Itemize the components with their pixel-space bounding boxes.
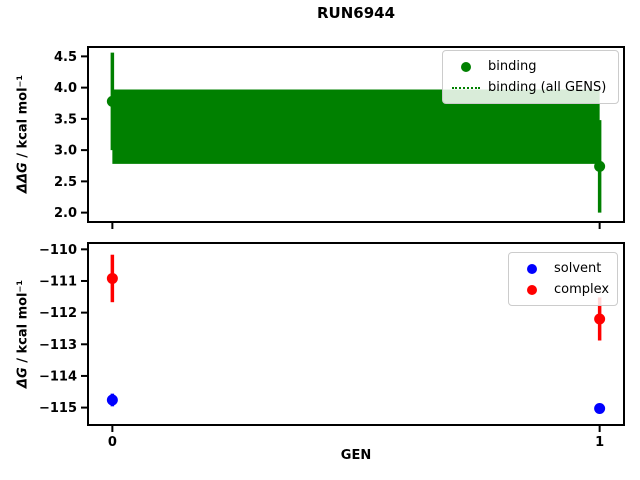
y-axis-label-binding: ΔΔG / kcal mol⁻¹ bbox=[16, 75, 31, 193]
axes-spines bbox=[87, 46, 625, 223]
y-axis-label-units: / kcal mol⁻¹ bbox=[15, 279, 31, 368]
legend-label: binding bbox=[488, 59, 537, 74]
solvent-marker-icon bbox=[527, 263, 537, 274]
y-tick-label: 2.5 bbox=[54, 175, 77, 190]
binding-data-point bbox=[106, 95, 118, 107]
dotted-line-icon bbox=[452, 86, 480, 89]
x-tick-label: 0 bbox=[108, 435, 117, 450]
binding-data-point bbox=[594, 160, 606, 172]
x-tick-label: 1 bbox=[595, 435, 604, 450]
y-tick-label: 3.5 bbox=[54, 112, 77, 127]
axes-spines bbox=[87, 242, 625, 426]
y-tick-label: −114 bbox=[39, 369, 77, 384]
legend-binding: binding binding (all GENS) bbox=[442, 50, 619, 104]
y-tick-label: 2.0 bbox=[54, 206, 77, 221]
legend-label: binding (all GENS) bbox=[488, 80, 607, 95]
legend-label: solvent bbox=[554, 261, 602, 276]
legend-entry-binding: binding bbox=[450, 56, 609, 77]
y-axis-label-units: / kcal mol⁻¹ bbox=[15, 74, 31, 163]
solvent-data-point bbox=[594, 403, 606, 415]
complex-marker-icon bbox=[527, 284, 537, 295]
complex-data-point bbox=[106, 272, 118, 284]
y-tick-label: 3.0 bbox=[54, 144, 77, 159]
binding-marker-icon bbox=[461, 61, 471, 72]
legend-entry-complex: complex bbox=[516, 279, 610, 300]
y-axis-label-math: ΔG bbox=[15, 367, 31, 389]
y-tick-label: −113 bbox=[39, 338, 77, 353]
y-axis-label-math: ΔΔG bbox=[15, 162, 31, 194]
figure-title: RUN6944 bbox=[316, 4, 396, 22]
legend-entry-binding-all-gens: binding (all GENS) bbox=[450, 77, 609, 98]
x-axis-label: GEN bbox=[340, 448, 372, 463]
y-tick-label: −110 bbox=[39, 243, 77, 258]
y-tick-label: 4.0 bbox=[54, 81, 77, 96]
y-tick-label: −111 bbox=[39, 274, 77, 289]
legend-label: complex bbox=[554, 282, 610, 297]
y-tick-label: −112 bbox=[39, 306, 77, 321]
legend-entry-solvent: solvent bbox=[516, 258, 608, 279]
legend-free-energy: solvent complex bbox=[508, 252, 618, 306]
y-axis-label-free-energy: ΔG / kcal mol⁻¹ bbox=[16, 280, 31, 388]
complex-data-point bbox=[594, 313, 606, 325]
y-tick-label: 4.5 bbox=[54, 50, 77, 65]
solvent-data-point bbox=[106, 394, 118, 406]
y-tick-label: −115 bbox=[39, 401, 77, 416]
